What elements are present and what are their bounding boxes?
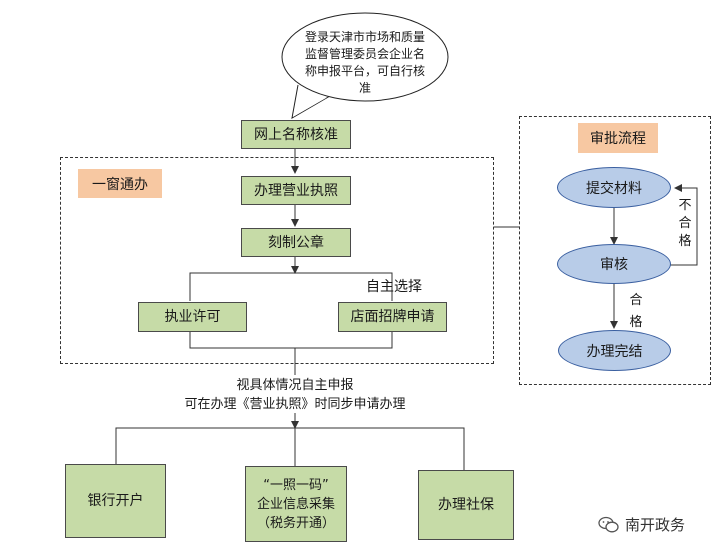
bottom-branch-line: [115, 427, 465, 470]
step-name-check: 网上名称核准: [241, 120, 351, 149]
approval-review: 审核: [557, 244, 671, 284]
step-bank: 银行开户: [65, 464, 166, 538]
bubble-line-3: 称申报平台，可自行核准: [304, 64, 425, 95]
step-info-collection: “一照一码” 企业信息采集 （税务开通）: [245, 466, 347, 542]
speech-bubble-body: [281, 12, 449, 102]
step-signboard: 店面招牌申请: [338, 302, 447, 332]
step-seal: 刻制公章: [241, 228, 351, 257]
info-line-3: （税务开通）: [256, 515, 335, 531]
approval-submit: 提交材料: [557, 167, 671, 208]
pass-label: 合格: [629, 293, 643, 330]
step-permit: 执业许可: [138, 302, 247, 332]
one-window-group: [60, 157, 494, 364]
self-choose-label: 自主选择: [366, 279, 422, 295]
wechat-icon: [598, 516, 619, 532]
watermark-text: 南开政务: [625, 516, 686, 534]
step-license: 办理营业执照: [241, 176, 351, 205]
arrow-fail-loop: [670, 184, 698, 266]
bubble-line-1: 登录天津市市场和质量: [304, 30, 425, 44]
approval-done: 办理完结: [558, 330, 671, 371]
branch-bottom-line: [189, 332, 393, 349]
branch-top-line: [189, 272, 393, 301]
watermark: 南开政务: [598, 514, 685, 535]
step-social-security: 办理社保: [418, 470, 514, 540]
one-window-label: 一窗通办: [78, 169, 162, 198]
note-line-1: 视具体情况自主申报: [236, 378, 354, 393]
approval-title: 审批流程: [578, 123, 658, 153]
bubble-line-2: 监督管理委员会企业名: [304, 47, 425, 61]
note-line-2: 可在办理《营业执照》时同步申请办理: [184, 397, 406, 412]
approval-group: [519, 116, 711, 385]
note-text: 视具体情况自主申报 可在办理《营业执照》时同步申请办理: [140, 376, 450, 414]
bubble-text: 登录天津市市场和质量 监督管理委员会企业名 称申报平台，可自行核准: [301, 29, 429, 97]
info-line-1: “一照一码”: [263, 477, 329, 493]
info-line-2: 企业信息采集: [256, 496, 335, 512]
fail-label: 不合格: [678, 198, 692, 249]
